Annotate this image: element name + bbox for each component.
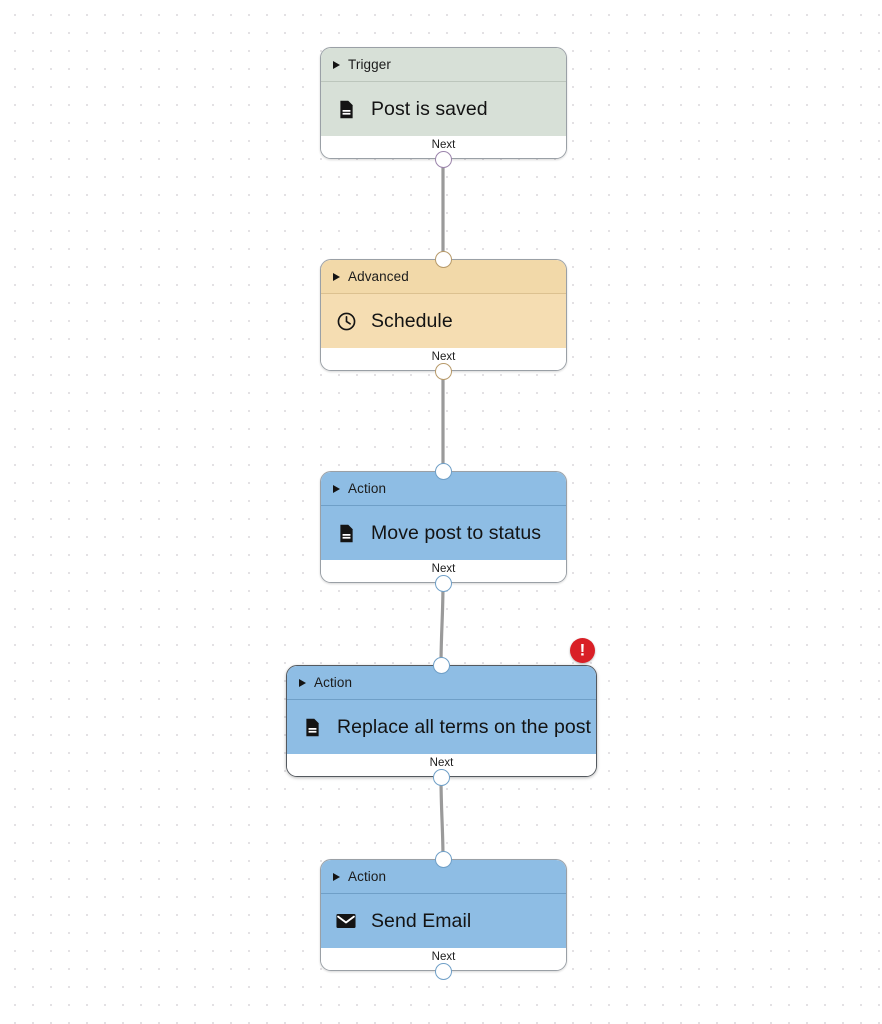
disclosure-triangle-icon[interactable]	[333, 272, 340, 281]
node-kind-label: Action	[348, 481, 387, 496]
port-replace-in[interactable]	[432, 656, 450, 674]
port-trigger-out[interactable]	[434, 150, 452, 168]
node-footer-advanced-schedule[interactable]: Next	[321, 348, 566, 370]
node-kind-label: Action	[314, 675, 353, 690]
node-body-advanced-schedule[interactable]: Schedule	[321, 294, 566, 348]
edge-replace-to-email[interactable]	[439, 775, 445, 861]
next-label: Next	[429, 757, 454, 769]
document-icon	[335, 522, 357, 544]
next-label: Next	[431, 951, 456, 963]
node-kind-label: Action	[348, 869, 387, 884]
next-label: Next	[431, 563, 456, 575]
error-badge-glyph: !	[579, 640, 586, 660]
node-kind-label: Advanced	[348, 269, 409, 284]
node-footer-trigger-post-is-saved[interactable]: Next	[321, 136, 566, 158]
node-body-action-replace-all-terms[interactable]: Replace all terms on the post	[287, 700, 596, 754]
node-divider	[321, 81, 566, 82]
node-body-action-send-email[interactable]: Send Email	[321, 894, 566, 948]
disclosure-triangle-icon[interactable]	[333, 60, 340, 69]
port-email-out[interactable]	[434, 962, 452, 980]
port-advanced-in[interactable]	[434, 250, 452, 268]
node-header-trigger-post-is-saved[interactable]: Trigger	[321, 48, 566, 81]
port-advanced-out[interactable]	[434, 362, 452, 380]
disclosure-triangle-icon[interactable]	[299, 678, 306, 687]
node-footer-action-replace-all-terms[interactable]: Next	[287, 754, 596, 776]
next-label: Next	[431, 139, 456, 151]
error-badge-icon[interactable]: !	[570, 638, 595, 663]
node-kind-label: Trigger	[348, 57, 391, 72]
node-body-trigger-post-is-saved[interactable]: Post is saved	[321, 82, 566, 136]
node-divider	[321, 293, 566, 294]
node-divider	[321, 505, 566, 506]
node-footer-action-send-email[interactable]: Next	[321, 948, 566, 970]
node-footer-action-move-post-to-status[interactable]: Next	[321, 560, 566, 582]
document-icon	[301, 716, 323, 738]
node-title: Move post to status	[371, 521, 542, 544]
port-email-in[interactable]	[434, 850, 452, 868]
edge-move-to-replace[interactable]	[439, 581, 445, 667]
port-move-in[interactable]	[434, 462, 452, 480]
node-title: Post is saved	[371, 97, 488, 120]
envelope-icon	[335, 910, 357, 932]
clock-icon	[335, 310, 357, 332]
port-move-out[interactable]	[434, 574, 452, 592]
node-title: Replace all terms on the post	[337, 715, 591, 738]
node-divider	[287, 699, 596, 700]
next-label: Next	[431, 351, 456, 363]
port-replace-out[interactable]	[432, 768, 450, 786]
node-header-action-move-post-to-status[interactable]: Action	[321, 472, 566, 505]
document-icon	[335, 98, 357, 120]
disclosure-triangle-icon[interactable]	[333, 872, 340, 881]
disclosure-triangle-icon[interactable]	[333, 484, 340, 493]
node-divider	[321, 893, 566, 894]
node-body-action-move-post-to-status[interactable]: Move post to status	[321, 506, 566, 560]
node-title: Schedule	[371, 309, 453, 332]
node-title: Send Email	[371, 909, 472, 932]
